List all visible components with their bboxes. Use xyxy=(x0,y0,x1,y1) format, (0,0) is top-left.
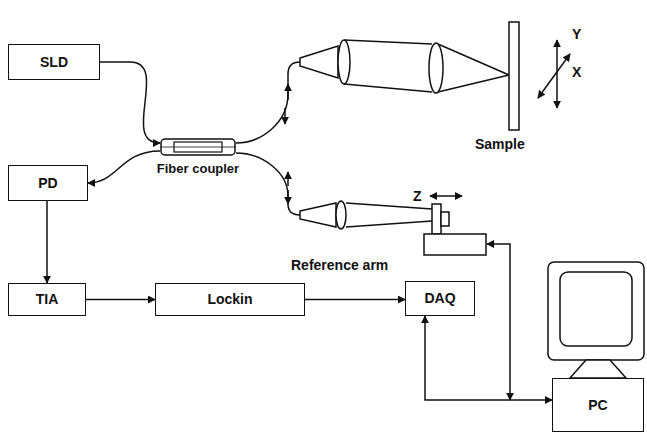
fiber-arrow xyxy=(284,108,286,124)
reference-fiber xyxy=(236,153,300,215)
mirror-mount xyxy=(441,212,449,226)
collimator xyxy=(300,46,338,78)
part-label: Sample xyxy=(474,136,526,152)
monitor-screen xyxy=(560,272,632,346)
beam xyxy=(346,221,432,227)
connector xyxy=(46,201,48,283)
stage-wire xyxy=(487,244,510,400)
node-text: PD xyxy=(38,175,57,191)
node-text: Fiber coupler xyxy=(157,162,239,177)
monitor xyxy=(548,262,644,360)
axis-label: X xyxy=(571,64,582,80)
pc-box: PC xyxy=(552,378,644,432)
coupler-body xyxy=(160,136,236,158)
sample-fiber xyxy=(236,62,300,143)
amplifier-box: TIA xyxy=(8,283,86,316)
sample-plate xyxy=(509,22,519,130)
reference-mirror xyxy=(432,204,441,234)
node-text: Lockin xyxy=(207,291,252,307)
part-label: Reference arm xyxy=(290,257,389,273)
z-arrow xyxy=(430,195,462,197)
node-text: SLD xyxy=(40,54,68,70)
connector xyxy=(100,62,160,143)
node-text: PC xyxy=(588,397,607,413)
beam xyxy=(344,40,432,44)
lockin-box: Lockin xyxy=(155,283,305,316)
connector xyxy=(88,151,160,183)
monitor-stand xyxy=(570,360,626,378)
scan-arrow xyxy=(538,54,570,98)
axis-label: Y xyxy=(571,26,582,42)
beam xyxy=(344,84,432,92)
translation-stage xyxy=(424,234,486,255)
beam xyxy=(438,44,509,75)
connector xyxy=(305,299,405,301)
lens xyxy=(336,201,346,229)
fiber-arrow xyxy=(287,84,289,100)
source-box: SLD xyxy=(8,44,100,80)
connector xyxy=(425,316,552,400)
scan-arrow xyxy=(556,40,558,108)
fiber-arrow xyxy=(287,190,289,204)
node-text: DAQ xyxy=(424,290,455,306)
connector xyxy=(86,299,155,301)
axis-label: Z xyxy=(412,188,423,204)
beam xyxy=(438,75,509,92)
daq-box: DAQ xyxy=(405,281,475,316)
collimator xyxy=(300,203,336,227)
lens xyxy=(338,40,350,84)
fiber-coupler: Fiber coupler xyxy=(155,136,242,177)
node-text: TIA xyxy=(36,291,59,307)
lens xyxy=(429,43,443,93)
detector-box: PD xyxy=(8,165,88,201)
fiber-arrow xyxy=(287,172,289,186)
